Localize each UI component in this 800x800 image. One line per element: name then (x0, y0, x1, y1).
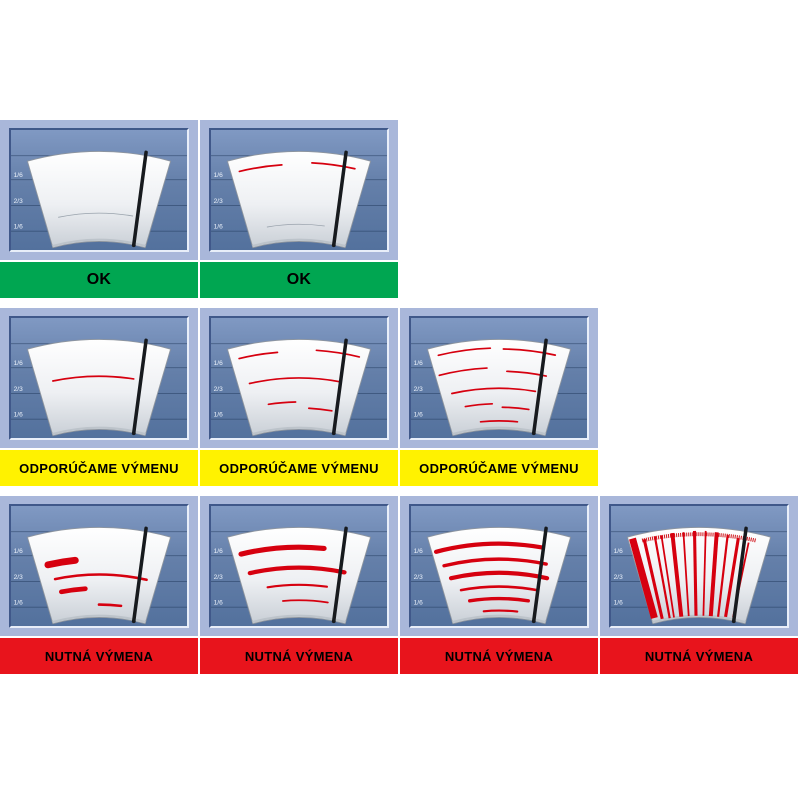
windshield-panel (209, 504, 389, 628)
status-bar-ok: OK (0, 262, 198, 298)
windshield-image-frame (400, 496, 598, 636)
cell-replace-2: NUTNÁ VÝMENA (200, 496, 398, 674)
status-bar-replace: NUTNÁ VÝMENA (0, 638, 198, 674)
wear-streaks-single (52, 375, 135, 382)
windshield-panel (9, 128, 189, 252)
windshield-image-frame (0, 496, 198, 636)
windshield-panel (9, 504, 189, 628)
cell-recommend-1: ODPORÚČAME VÝMENU (0, 308, 198, 486)
windshield-panel (609, 504, 789, 628)
status-bar-recommend: ODPORÚČAME VÝMENU (200, 450, 398, 486)
wear-streaks-none (58, 212, 134, 218)
wear-streaks-several (238, 349, 361, 412)
windshield-image-frame (400, 308, 598, 448)
ok-row: OK OK (0, 120, 798, 298)
recommend-row: ODPORÚČAME VÝMENU (0, 308, 798, 486)
replace-row: NUTNÁ VÝMENA NUTN (0, 496, 798, 674)
status-bar-recommend: ODPORÚČAME VÝMENU (400, 450, 598, 486)
wear-streaks-many (437, 347, 557, 423)
windshield-image-frame (200, 308, 398, 448)
windshield-panel (409, 316, 589, 440)
cell-ok-clean: OK (0, 120, 198, 298)
windshield-panel (409, 504, 589, 628)
wear-streaks-heavy-smears (238, 544, 347, 604)
cell-replace-1: NUTNÁ VÝMENA (0, 496, 198, 674)
wear-streaks-light-top (238, 162, 356, 228)
status-bar-replace: NUTNÁ VÝMENA (600, 638, 798, 674)
windshield-image-frame (200, 120, 398, 260)
windshield-panel (9, 316, 189, 440)
cell-replace-3: NUTNÁ VÝMENA (400, 496, 598, 674)
windshield-image-frame (600, 496, 798, 636)
cell-replace-4: NUTNÁ VÝMENA (600, 496, 798, 674)
status-bar-replace: NUTNÁ VÝMENA (400, 638, 598, 674)
windshield-image-frame (0, 120, 198, 260)
status-bar-ok: OK (200, 262, 398, 298)
status-bar-replace: NUTNÁ VÝMENA (200, 638, 398, 674)
cell-recommend-2: ODPORÚČAME VÝMENU (200, 308, 398, 486)
status-bar-recommend: ODPORÚČAME VÝMENU (0, 450, 198, 486)
windshield-image-frame (200, 496, 398, 636)
cell-ok-minor: OK (200, 120, 398, 298)
windshield-image-frame (0, 308, 198, 448)
windshield-panel (209, 128, 389, 252)
windshield-panel (209, 316, 389, 440)
cell-recommend-3: ODPORÚČAME VÝMENU (400, 308, 598, 486)
wear-chart-grid: OK OK (0, 120, 798, 684)
